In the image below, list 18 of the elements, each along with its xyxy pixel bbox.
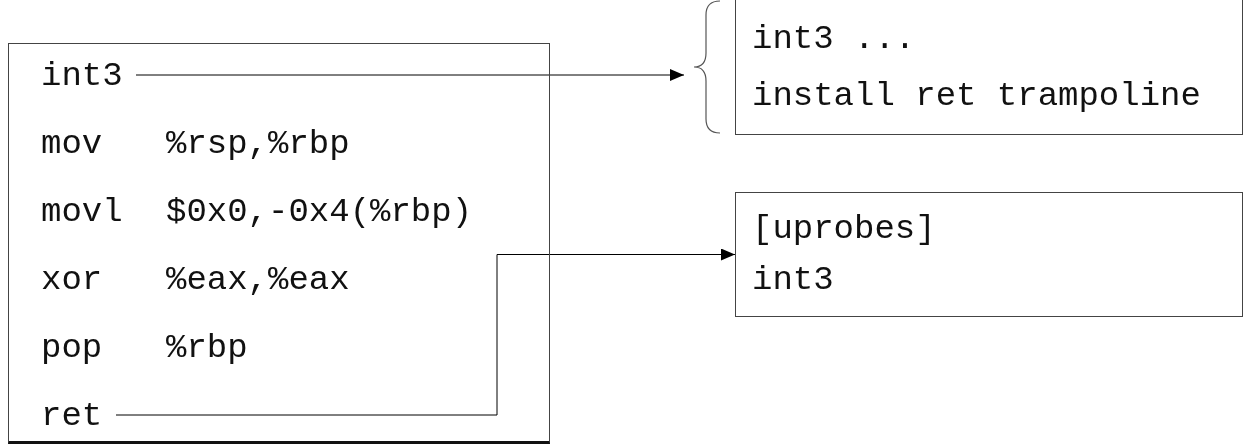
code-text: int3: [752, 261, 835, 300]
instruction-operands: %eax,%eax: [166, 261, 350, 299]
instruction-operands: $0x0,-0x4(%rbp): [166, 193, 473, 231]
instruction-mnemonic: xor: [41, 261, 104, 299]
instruction-mnemonic: int3: [41, 57, 124, 95]
instruction-mnemonic: pop: [41, 329, 104, 367]
code-text: install ret trampoline: [752, 76, 1202, 115]
code-text: int3 ...: [752, 19, 917, 58]
instruction-operands: %rsp,%rbp: [166, 125, 350, 163]
instruction-operands: %rbp: [166, 329, 248, 367]
instruction-mnemonic: movl: [41, 193, 124, 231]
arrow: [135, 69, 685, 81]
instruction-mnemonic: ret: [41, 397, 104, 435]
code-text: [uprobes]: [752, 209, 937, 248]
code-listing-box: [8, 43, 550, 444]
instruction-mnemonic: mov: [41, 125, 104, 163]
code-panel: [735, 192, 1243, 317]
arrow: [115, 248, 736, 416]
